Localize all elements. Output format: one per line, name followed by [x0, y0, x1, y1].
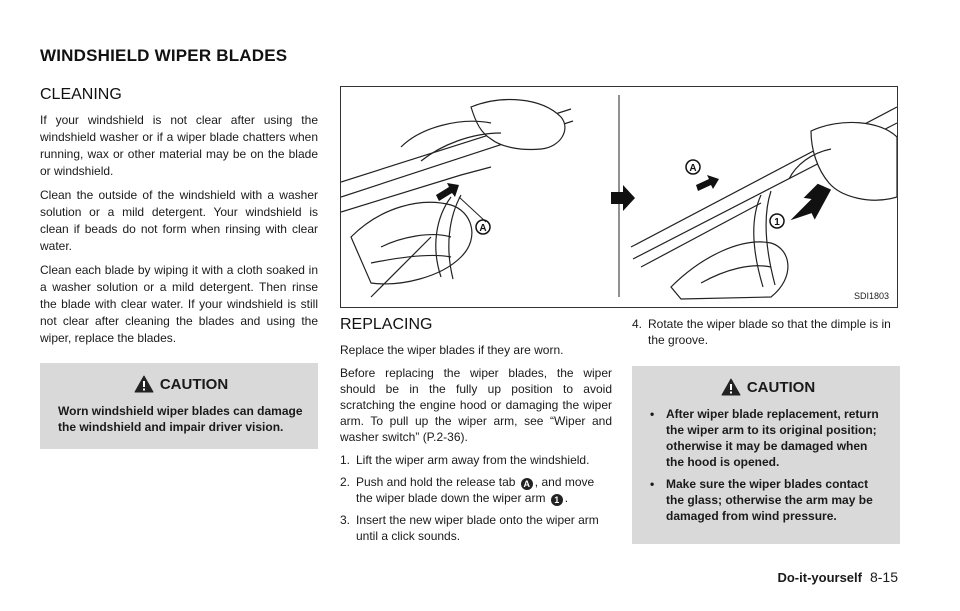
caution-item: • After wiper blade replacement, return …	[650, 406, 886, 470]
cleaning-paragraph: Clean each blade by wiping it with a clo…	[40, 263, 318, 345]
step-text-part: , and move the wiper blade down the wipe…	[356, 475, 595, 505]
bullet: •	[650, 477, 655, 491]
caution-item: • Make sure the wiper blades contact the…	[650, 476, 886, 524]
step-text: Insert the new wiper blade onto the wipe…	[356, 513, 599, 543]
wiper-illustration: A A 1	[341, 95, 897, 300]
step-item: 3. Insert the new wiper blade onto the w…	[340, 512, 612, 544]
move-down-arrow-icon	[790, 183, 832, 221]
step-number: 1.	[340, 453, 351, 467]
caution-item-text: After wiper blade replacement, return th…	[666, 407, 879, 469]
cleaning-paragraph: If your windshield is not clear after us…	[40, 113, 318, 178]
step-item: 2. Push and hold the release tab A, and …	[340, 474, 612, 506]
step-text: Lift the wiper arm away from the windshi…	[356, 453, 590, 467]
badge-1: 1	[550, 494, 563, 506]
step-text-part: .	[564, 491, 569, 505]
cleaning-section: CLEANING If your windshield is not clear…	[40, 86, 318, 449]
badge-a: A	[520, 478, 533, 490]
replacing-steps: 1. Lift the wiper arm away from the wind…	[340, 452, 612, 544]
label-a-left: A	[479, 223, 486, 234]
label-a-right: A	[689, 163, 696, 174]
next-step-arrow-icon	[611, 185, 635, 211]
caution-box: CAUTION Worn windshield wiper blades can…	[40, 363, 318, 449]
footer-section: Do-it-yourself	[777, 570, 862, 585]
bullet: •	[650, 407, 655, 421]
replacing-section: REPLACING Replace the wiper blades if th…	[340, 316, 612, 550]
replacing-paragraph: Before replacing the wiper blades, the w…	[340, 366, 612, 444]
caution-header: CAUTION	[650, 378, 886, 396]
replacing-steps-continued: 4. Rotate the wiper blade so that the di…	[632, 316, 900, 348]
warning-triangle-icon	[721, 378, 741, 396]
step-number: 3.	[340, 513, 351, 527]
caution-list: • After wiper blade replacement, return …	[650, 406, 886, 524]
push-arrow-icon	[696, 175, 719, 191]
caution-box: CAUTION • After wiper blade replacement,…	[632, 366, 900, 544]
caution-text: Worn windshield wiper blades can damage …	[58, 404, 303, 434]
page-footer: Do-it-yourself 8-15	[777, 569, 898, 585]
cleaning-heading: CLEANING	[40, 86, 122, 103]
step-text: Rotate the wiper blade so that the dimpl…	[648, 317, 891, 347]
wiper-figure: A A 1 SDI1803	[340, 86, 898, 308]
warning-triangle-icon	[134, 375, 154, 393]
step-item: 1. Lift the wiper arm away from the wind…	[340, 452, 612, 468]
replacing-continued: 4. Rotate the wiper blade so that the di…	[632, 316, 900, 544]
step-number: 4.	[632, 317, 643, 331]
caution-title: CAUTION	[746, 378, 816, 396]
caution-title: CAUTION	[159, 375, 229, 393]
page-number: 8-15	[869, 569, 898, 585]
replacing-paragraph: Replace the wiper blades if they are wor…	[340, 343, 564, 357]
cleaning-paragraph: Clean the outside of the windshield with…	[40, 188, 318, 253]
step-number: 2.	[340, 475, 351, 489]
caution-header: CAUTION	[58, 375, 304, 393]
step-text: Push and hold the release tab A, and mov…	[356, 474, 612, 506]
page-title: WINDSHIELD WIPER BLADES	[40, 46, 288, 65]
figure-code: SDI1803	[853, 291, 889, 301]
replacing-heading: REPLACING	[340, 316, 433, 333]
push-arrow-icon	[436, 183, 459, 201]
label-1: 1	[774, 217, 780, 228]
step-item: 4. Rotate the wiper blade so that the di…	[632, 316, 900, 348]
caution-item-text: Make sure the wiper blades contact the g…	[666, 477, 873, 523]
step-text-part: Push and hold the release tab	[356, 475, 516, 489]
